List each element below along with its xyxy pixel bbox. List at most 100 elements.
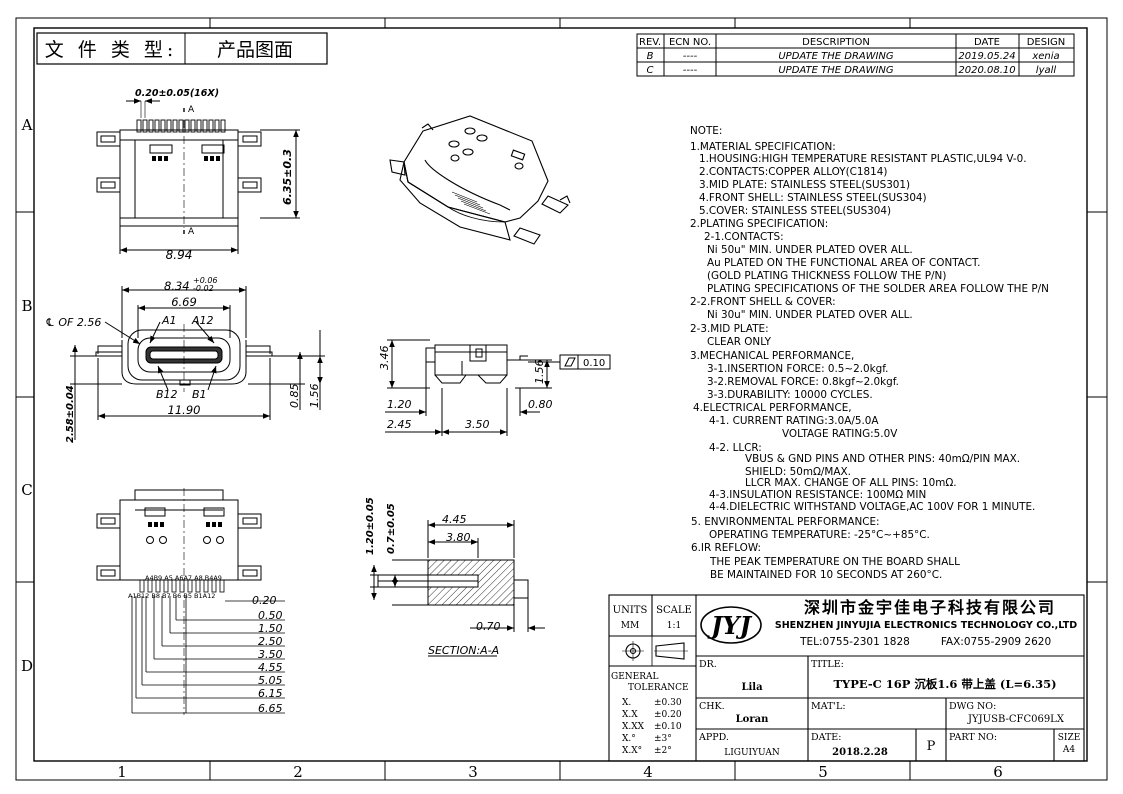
units-label: UNITS — [613, 605, 648, 616]
note-line: VOLTAGE RATING:5.0V — [782, 428, 898, 440]
note-line: Ni 30u" MIN. UNDER PLATED OVER ALL. — [707, 309, 913, 321]
tol-key: X. — [622, 698, 631, 708]
drawn-by-label: DR. — [699, 659, 717, 670]
date-label: DATE: — [811, 732, 841, 743]
note-line: BE MAINTAINED FOR 10 SECONDS AT 260°C. — [710, 569, 942, 581]
col-label: 4 — [643, 763, 653, 781]
ladder-dim: 2.50 — [258, 635, 283, 648]
rev-cell: ---- — [683, 51, 698, 62]
tol-key: X.X — [622, 710, 638, 720]
rev-cell: xenia — [1031, 51, 1059, 62]
width-8-34-dim: 8.34 — [164, 279, 190, 293]
ladder-dim: 3.50 — [258, 648, 283, 661]
tol-key: X.° — [622, 734, 636, 744]
rev-header: REV. — [639, 37, 661, 48]
section-mark-bottom: A — [188, 227, 195, 237]
rev-cell: UPDATE THE DRAWING — [778, 51, 894, 62]
row-label: C — [21, 481, 32, 499]
border-row-labels: A B C D — [21, 116, 33, 675]
note-line: NOTE: — [690, 125, 722, 137]
note-line: LLCR MAX. CHANGE OF ALL PINS: 10mΩ. — [745, 477, 957, 489]
document-type-label: 文 件 类 型: — [45, 39, 178, 61]
date-value: 2018.2.28 — [832, 747, 888, 758]
height-0-7-section-dim: 0.7±0.05 — [386, 503, 397, 554]
sheet-border — [15, 17, 1108, 781]
rev-cell: B — [647, 51, 654, 62]
pin-pitch-dim: 0.20±0.05(16X) — [135, 88, 219, 99]
pin-label-b1: B1 — [192, 388, 207, 401]
height-1-56-side-dim: 1.56 — [533, 360, 546, 385]
height-1-20-section-dim: 1.20±0.05 — [365, 497, 376, 555]
tol-val: ±0.10 — [654, 722, 682, 732]
length-2-45-dim: 2.45 — [387, 418, 412, 431]
front-view-labels: 8.34 +0.06 -0.02 6.69 ℄ OF 2.56 A1 A12 B… — [45, 276, 321, 443]
width-11-90-dim: 11.90 — [168, 403, 201, 417]
note-line: CLEAR ONLY — [707, 336, 772, 348]
note-line: 3.MECHANICAL PERFORMANCE, — [690, 350, 854, 362]
title-block — [608, 594, 1085, 762]
note-line: 6.IR REFLOW: — [691, 542, 761, 554]
title-label: TITLE: — [811, 659, 844, 670]
rev-header: DATE — [974, 37, 1000, 48]
note-line: 3-1.INSERTION FORCE: 0.5~2.0kgf. — [707, 363, 888, 375]
col-label: 1 — [117, 763, 127, 781]
document-type-box: 文 件 类 型: 产品图面 — [36, 32, 328, 65]
size-label: SIZE — [1058, 733, 1081, 743]
document-type-value: 产品图面 — [217, 39, 293, 61]
ladder-dim: 4.55 — [258, 661, 283, 674]
checked-by-label: CHK. — [699, 701, 725, 712]
note-line: 2.CONTACTS:COPPER ALLOY(C1814) — [699, 166, 887, 178]
size-value: A4 — [1062, 745, 1075, 755]
scale-label: SCALE — [656, 605, 692, 616]
centerline-dim: ℄ OF 2.56 — [45, 316, 101, 329]
drawing-title: TYPE-C 16P 沉板1.6 带上盖 (L=6.35) — [833, 677, 1056, 691]
width-8-94-dim: 8.94 — [166, 248, 193, 262]
revision-table: REV. ECN NO. DESCRIPTION DATE DESIGN B -… — [636, 33, 1075, 77]
p-marker: P — [927, 739, 936, 754]
note-line: 3-2.REMOVAL FORCE: 0.8kgf~2.0kgf. — [707, 376, 899, 388]
isometric-view — [389, 115, 571, 245]
height-6-35-dim: 6.35±0.3 — [281, 149, 294, 205]
bottom-view — [96, 488, 285, 715]
approved-by-label: APPD. — [698, 732, 729, 743]
row-label: D — [21, 657, 33, 675]
rev-header: ECN NO. — [669, 37, 711, 48]
pin-row-bottom-labels: A1B12 B8 B7 B6 B5 B1A12 — [128, 592, 215, 600]
company-fax: FAX:0755-2909 2620 — [941, 636, 1051, 648]
tol-lower: -0.02 — [193, 284, 214, 293]
top-view-labels: 0.20±0.05(16X) A A 8.94 6.35±0.3 — [135, 88, 294, 262]
units-value: MM — [621, 621, 639, 631]
border-column-labels: 1 2 3 4 5 6 — [117, 763, 1003, 781]
tol-val: ±2° — [654, 746, 672, 756]
height-3-46-dim: 3.46 — [378, 346, 391, 371]
tol-upper: +0.06 — [193, 276, 218, 285]
length-0-70-dim: 0.70 — [476, 620, 501, 633]
company-logo: JYJ — [707, 611, 752, 640]
section-labels: 4.45 3.80 1.20±0.05 0.7±0.05 0.70 SECTIO… — [365, 497, 501, 657]
company-name-en: SHENZHEN JINYUJIA ELECTRONICS TECHNOLOGY… — [775, 620, 1077, 631]
note-line: 2-2.FRONT SHELL & COVER: — [690, 296, 836, 308]
width-6-69-dim: 6.69 — [171, 295, 197, 309]
note-line: 2-3.MID PLATE: — [690, 323, 769, 335]
pin-label-a12: A12 — [191, 314, 214, 327]
approved-by-value: LIGUIYUAN — [724, 748, 780, 758]
note-line: 5.COVER: STAINLESS STEEL(SUS304) — [699, 205, 891, 217]
tol-val: ±3° — [654, 734, 672, 744]
length-0-80-dim: 0.80 — [528, 398, 553, 411]
section-mark-top: A — [188, 105, 195, 115]
ladder-dim: 1.50 — [258, 622, 283, 635]
rev-header: DESIGN — [1027, 37, 1066, 48]
note-line: OPERATING TEMPERATURE: -25°C~+85°C. — [709, 529, 930, 541]
company-tel: TEL:0755-2301 1828 — [799, 636, 910, 648]
ladder-dim: 0.50 — [258, 609, 283, 622]
height-1-56-dim: 1.56 — [308, 384, 321, 409]
rev-cell: 2020.08.10 — [958, 65, 1015, 76]
side-view — [385, 339, 611, 436]
top-view — [96, 98, 300, 254]
bottom-view-labels: A4B9 A5 A6A7 A8 B4A9 A1B12 B8 B7 B6 B5 B… — [128, 574, 283, 715]
dwg-no-label: DWG NO: — [949, 701, 996, 712]
tol-key: X.XX — [622, 722, 645, 732]
note-line: 4-4.DIELECTRIC WITHSTAND VOLTAGE,AC 100V… — [709, 501, 1035, 513]
ladder-dim: 6.65 — [258, 702, 283, 715]
length-1-20-dim: 1.20 — [387, 398, 412, 411]
